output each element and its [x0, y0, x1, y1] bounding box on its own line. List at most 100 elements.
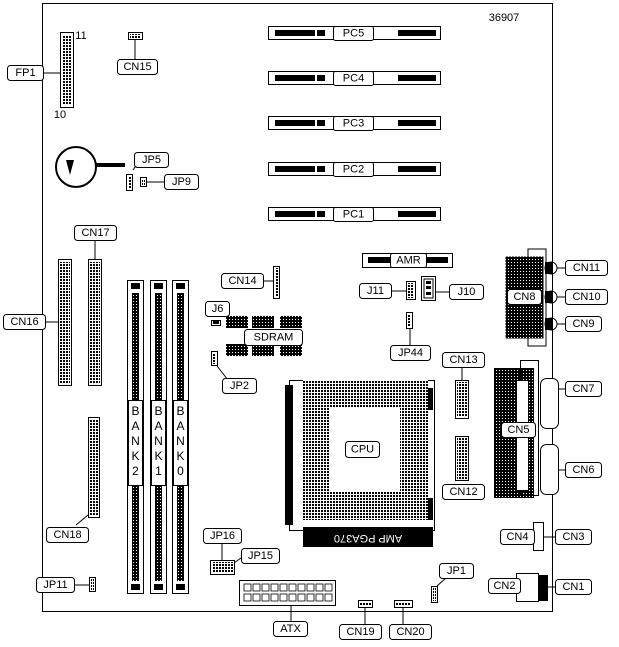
label-pc4: PC4	[333, 71, 374, 86]
svg-text:FP1: FP1	[15, 67, 35, 79]
label-cn5: CN5	[501, 422, 536, 438]
svg-text:N: N	[176, 434, 185, 448]
j11-header	[406, 281, 416, 300]
label-fp1: FP1	[7, 65, 44, 81]
svg-text:N: N	[154, 434, 163, 448]
svg-text:0: 0	[177, 464, 184, 478]
labels-layer: PC5 PC4 PC3 PC2 PC1 FP1 CN15 JP5 JP9 CN1…	[3, 26, 608, 640]
svg-text:JP16: JP16	[210, 530, 235, 542]
label-cn8: CN8	[507, 289, 542, 305]
jp44-jumper	[406, 312, 413, 329]
label-cn1: CN1	[555, 579, 592, 595]
pin-number-top: 11	[75, 30, 86, 42]
svg-text:CN20: CN20	[396, 626, 424, 638]
label-j10: J10	[449, 284, 484, 300]
cn15-connector	[128, 32, 143, 60]
jp1-jumper	[431, 577, 447, 603]
ps2-ports	[516, 573, 556, 602]
label-cn13: CN13	[442, 352, 485, 368]
jp2-jumper	[211, 351, 229, 381]
svg-text:CN7: CN7	[572, 383, 594, 395]
label-pc3: PC3	[333, 116, 374, 131]
label-amr: AMR	[390, 253, 427, 268]
cn14-header	[273, 266, 280, 299]
svg-text:A: A	[131, 419, 139, 433]
svg-text:N: N	[131, 434, 140, 448]
svg-text:CN14: CN14	[228, 275, 256, 287]
label-cn15: CN15	[117, 59, 158, 75]
label-jp15: JP15	[241, 548, 280, 564]
label-cn7: CN7	[565, 381, 602, 397]
label-atx: ATX	[273, 621, 308, 637]
pci-slots	[268, 26, 441, 221]
svg-text:JP44: JP44	[398, 347, 423, 359]
dimm-bank2	[127, 280, 144, 594]
label-cn18: CN18	[46, 527, 89, 543]
label-cn19: CN19	[339, 624, 382, 640]
label-pc1: PC1	[333, 207, 374, 222]
j6-jumper	[211, 320, 221, 326]
jp11-jumper	[89, 577, 96, 592]
svg-text:2: 2	[132, 464, 139, 478]
j10-header	[421, 276, 436, 301]
svg-text:CPU: CPU	[351, 444, 374, 456]
svg-text:CN9: CN9	[572, 318, 594, 330]
label-cn12: CN12	[442, 484, 485, 500]
svg-text:CN11: CN11	[573, 262, 600, 274]
svg-text:PC3: PC3	[343, 118, 364, 130]
svg-text:CN5: CN5	[507, 424, 529, 436]
label-jp11: JP11	[36, 577, 75, 593]
label-cn20: CN20	[389, 624, 432, 640]
cpu-socket: AMP PGA370	[285, 380, 435, 547]
dimm-bank0	[172, 280, 189, 594]
svg-text:CN2: CN2	[493, 580, 515, 592]
svg-text:A: A	[154, 419, 162, 433]
label-j6: J6	[205, 301, 230, 317]
svg-text:CN3: CN3	[562, 531, 584, 543]
label-jp44: JP44	[390, 345, 431, 361]
svg-text:CN10: CN10	[572, 291, 600, 303]
label-cn16: CN16	[3, 314, 46, 330]
svg-text:J11: J11	[367, 285, 384, 297]
svg-text:JP5: JP5	[142, 154, 161, 166]
svg-text:AMR: AMR	[396, 255, 421, 267]
fp1-header: 11 10	[42, 30, 87, 121]
svg-text:CN19: CN19	[346, 626, 374, 638]
svg-text:CN4: CN4	[506, 531, 528, 543]
board-outline	[42, 3, 553, 612]
battery-icon	[55, 146, 125, 188]
bank2-b: B	[131, 404, 139, 418]
svg-text:CN8: CN8	[513, 291, 535, 303]
label-jp5: JP5	[134, 152, 169, 168]
svg-text:PC2: PC2	[343, 164, 364, 176]
svg-text:JP9: JP9	[172, 176, 191, 188]
pin-number-bottom: 10	[54, 109, 66, 121]
svg-text:PC1: PC1	[343, 209, 364, 221]
svg-text:J10: J10	[458, 286, 476, 298]
svg-text:B: B	[176, 404, 184, 418]
svg-text:CN16: CN16	[10, 316, 38, 328]
label-cn9: CN9	[565, 316, 602, 332]
svg-text:A: A	[176, 419, 184, 433]
label-cpu: CPU	[345, 441, 380, 458]
jp16-jp15-jumpers	[210, 560, 235, 575]
sdram-chips	[226, 316, 302, 356]
cn19-header	[358, 600, 373, 608]
cn20-header	[394, 600, 413, 608]
label-cn2: CN2	[488, 578, 521, 594]
label-cn14: CN14	[221, 273, 264, 289]
svg-text:CN1: CN1	[562, 581, 584, 593]
label-cn4: CN4	[500, 529, 535, 545]
label-cn11: CN11	[565, 260, 608, 276]
svg-text:1: 1	[155, 464, 162, 478]
cn16-cn17-headers	[42, 240, 102, 386]
svg-text:SDRAM: SDRAM	[254, 332, 294, 344]
svg-text:CN15: CN15	[123, 61, 151, 73]
svg-text:PC4: PC4	[343, 73, 364, 85]
label-jp1: JP1	[439, 563, 474, 579]
svg-text:JP1: JP1	[447, 565, 466, 577]
svg-text:CN12: CN12	[449, 486, 477, 498]
svg-text:CN17: CN17	[81, 227, 109, 239]
